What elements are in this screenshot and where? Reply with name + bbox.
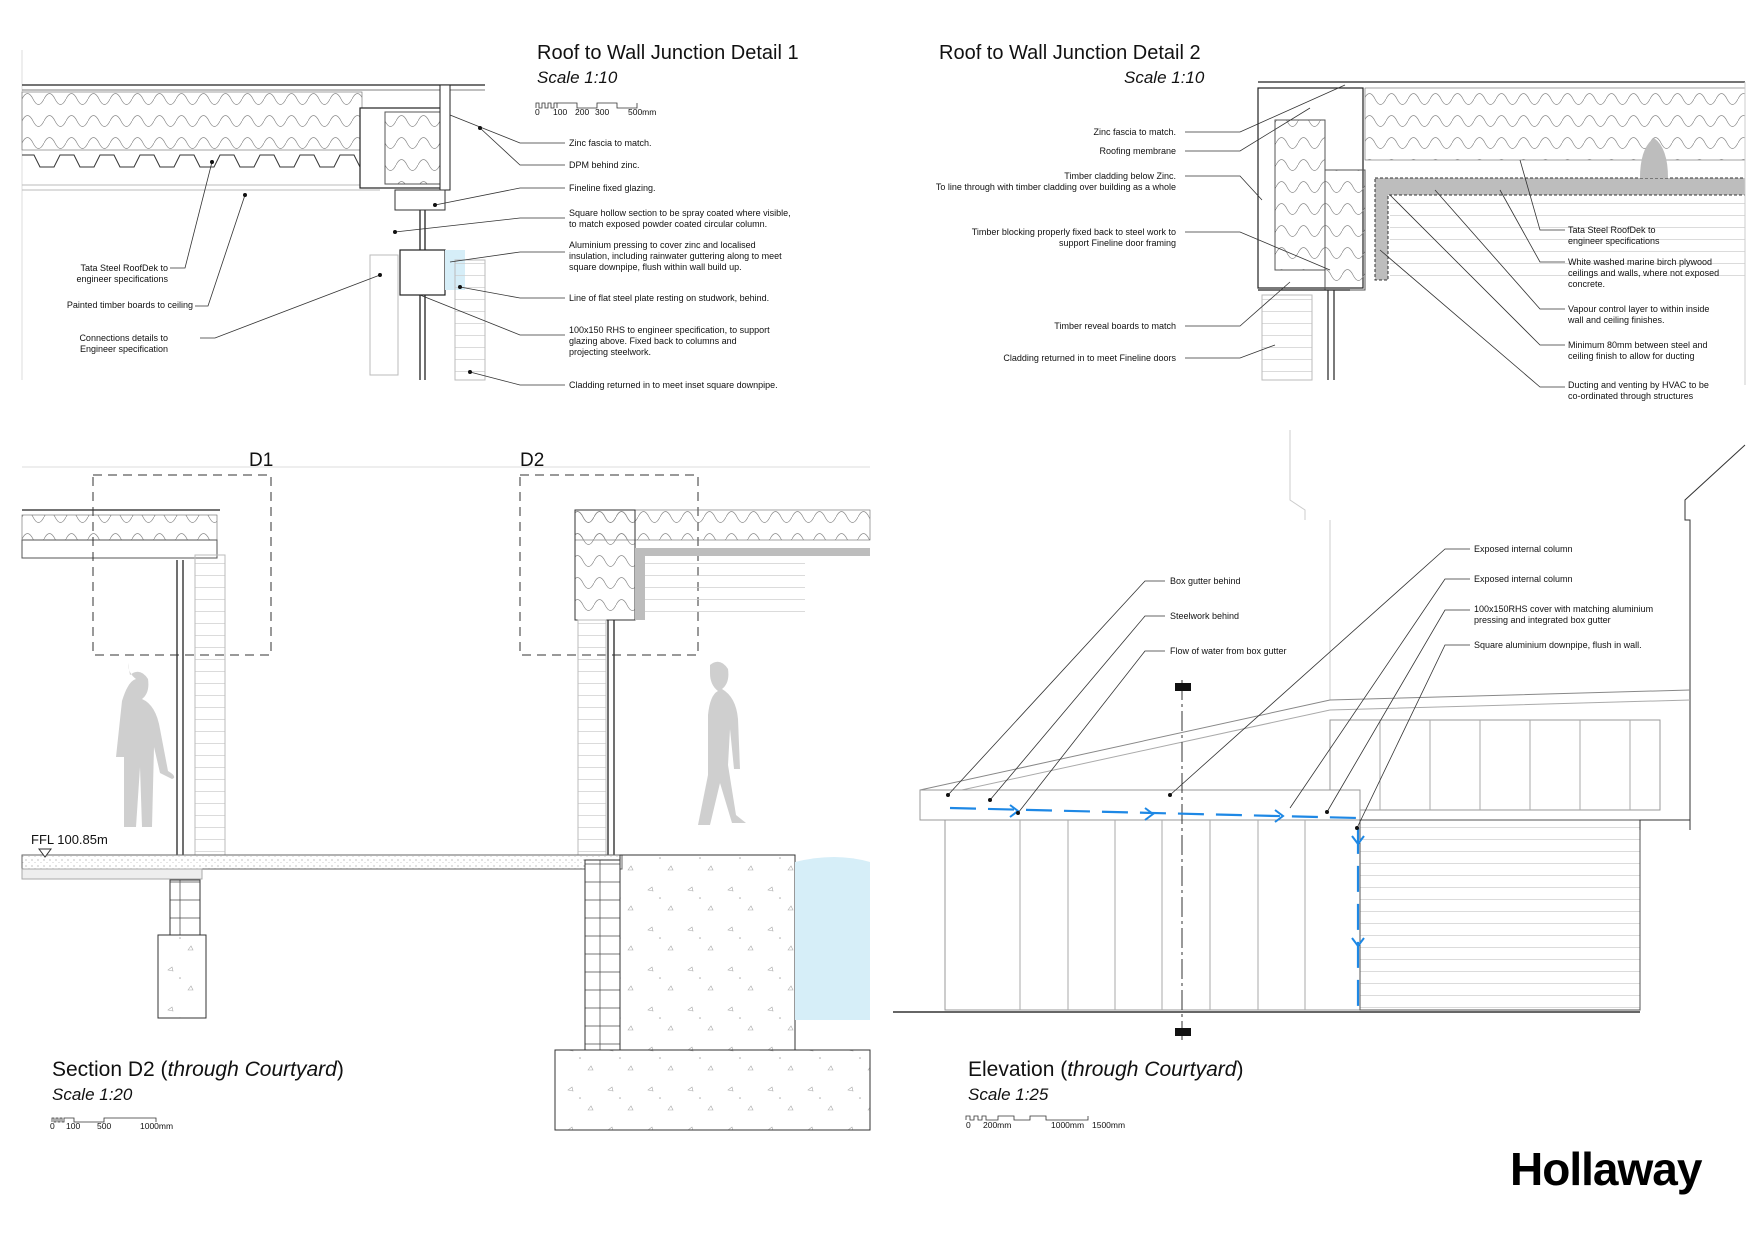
note-square-hollow-section: Square hollow section to be spray coated… — [569, 208, 791, 229]
note-tata-roofdek-2: Tata Steel RoofDek to engineer specifica… — [1568, 225, 1660, 246]
note-timber-cladding: Timber cladding below Zinc. To line thro… — [935, 171, 1176, 192]
note-exposed-column-2: Exposed internal column — [1474, 574, 1573, 584]
note-tata-roofdek: Tata Steel RoofDek to engineer specifica… — [76, 263, 168, 284]
level-marker-icon — [38, 848, 52, 858]
note-cladding-fineline: Cladding returned in to meet Fineline do… — [1003, 353, 1176, 363]
note-square-downpipe: Square aluminium downpipe, flush in wall… — [1474, 640, 1642, 650]
note-painted-timber: Painted timber boards to ceiling — [66, 300, 193, 310]
detail2-drawing — [1257, 81, 1746, 385]
section-scale: Scale 1:20 — [52, 1085, 133, 1104]
section-drawing — [21, 466, 871, 1131]
detail2-leaders — [1185, 84, 1565, 388]
detail2-title: Roof to Wall Junction Detail 2 — [939, 42, 1201, 64]
note-connections: Connections details to Engineer specific… — [79, 333, 168, 354]
scale-bars — [51, 102, 1089, 1123]
detail1-leader-dots — [210, 126, 482, 374]
flow-arrow-icon — [1351, 835, 1365, 846]
note-exposed-column-1: Exposed internal column — [1474, 544, 1573, 554]
elevation-scale-bar: 0 200mm 1000mm 1500mm — [966, 1120, 1126, 1130]
note-birch-plywood: White washed marine birch plywood ceilin… — [1568, 257, 1720, 289]
note-vapour-control: Vapour control layer to within inside wa… — [1568, 304, 1710, 325]
note-zinc-fascia-2: Zinc fascia to match. — [1093, 127, 1176, 137]
brand-logo: Hollaway — [1510, 1143, 1702, 1195]
note-water-flow: Flow of water from box gutter — [1170, 646, 1287, 656]
note-zinc-fascia: Zinc fascia to match. — [569, 138, 652, 148]
note-steel-plate: Line of flat steel plate resting on stud… — [569, 293, 770, 303]
detail1-scale: Scale 1:10 — [537, 68, 618, 87]
detail1-leaders — [170, 114, 565, 386]
detail1-scale-bar: 0 100 200 300 500mm — [535, 107, 657, 117]
callout-d2: D2 — [520, 450, 545, 471]
note-ducting-hvac: Ducting and venting by HVAC to be co-ord… — [1568, 380, 1709, 401]
detail2-scale: Scale 1:10 — [1124, 68, 1205, 87]
note-roofing-membrane: Roofing membrane — [1099, 146, 1176, 156]
detail1-drawing — [21, 50, 486, 381]
note-dpm: DPM behind zinc. — [569, 160, 640, 170]
note-min-80mm: Minimum 80mm between steel and ceiling f… — [1568, 340, 1708, 361]
note-box-gutter: Box gutter behind — [1170, 576, 1241, 586]
callout-d1: D1 — [249, 450, 274, 471]
elevation-drawing — [893, 430, 1746, 1040]
detail1-title: Roof to Wall Junction Detail 1 — [537, 42, 799, 64]
elevation-leaders — [947, 548, 1470, 829]
section-title: Section D2 (through Courtyard) — [52, 1058, 344, 1081]
flow-arrow-icon — [1351, 937, 1365, 948]
note-rhs-support: 100x150 RHS to engineer specification, t… — [569, 325, 770, 357]
elevation-scale: Scale 1:25 — [968, 1085, 1049, 1104]
note-timber-blocking: Timber blocking properly fixed back to s… — [971, 227, 1176, 248]
flow-arrow-icon — [1274, 809, 1285, 823]
note-aluminium-pressing: Aluminium pressing to cover zinc and loc… — [569, 240, 782, 272]
elevation-title: Elevation (through Courtyard) — [968, 1058, 1244, 1081]
flow-arrow-icon — [1144, 807, 1155, 821]
note-cladding-downpipe: Cladding returned in to meet inset squar… — [569, 380, 778, 390]
section-scale-bar: 0 100 500 1000mm — [50, 1121, 174, 1131]
note-timber-reveal: Timber reveal boards to match — [1054, 321, 1176, 331]
ffl-level-label: FFL 100.85m — [31, 832, 108, 847]
note-steelwork: Steelwork behind — [1170, 611, 1240, 621]
note-rhs-cover: 100x150RHS cover with matching aluminium… — [1474, 604, 1654, 625]
note-fineline-glazing: Fineline fixed glazing. — [569, 183, 656, 193]
